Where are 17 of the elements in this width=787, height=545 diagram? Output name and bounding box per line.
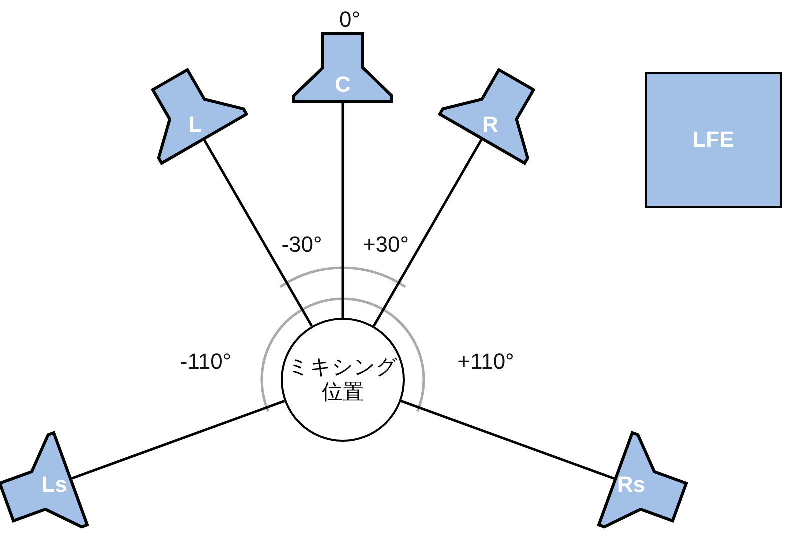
- connector-line: [342, 102, 344, 318]
- speaker-shape: L: [150, 68, 248, 166]
- angle-label: -30°: [282, 232, 322, 258]
- angle-label: +30°: [362, 232, 410, 258]
- connector-line: [400, 400, 616, 480]
- speaker-shape: R: [438, 68, 536, 166]
- connector-line: [202, 138, 314, 327]
- angle-label: -110°: [180, 349, 232, 375]
- listener-circle: ミキシング位置: [281, 318, 405, 442]
- connector-line: [70, 400, 286, 480]
- speaker-box: LFE: [645, 72, 782, 208]
- connector-line: [372, 138, 484, 327]
- speaker-shape: Ls: [0, 431, 90, 530]
- angle-label: +110°: [458, 349, 514, 375]
- speaker-shape: Rs: [596, 431, 688, 530]
- speaker-shape: C: [292, 32, 394, 104]
- angle-label: 0°: [339, 7, 361, 33]
